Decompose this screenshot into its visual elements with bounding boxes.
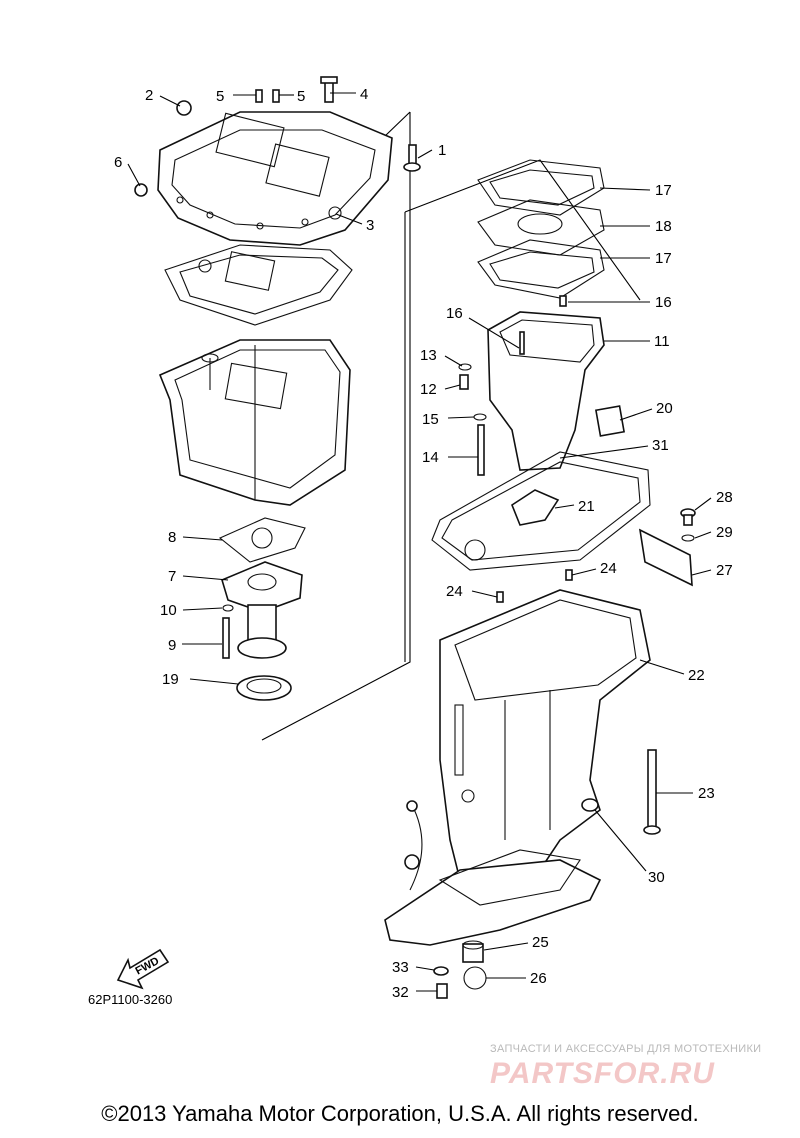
callout-30: 30 xyxy=(648,869,665,886)
callout-33: 33 xyxy=(392,959,409,976)
callout-12: 12 xyxy=(420,381,437,398)
callout-31: 31 xyxy=(652,437,669,454)
oil-pan-part xyxy=(158,339,351,506)
callout-5a: 5 xyxy=(216,88,224,105)
callout-3: 3 xyxy=(366,217,374,234)
watermark-tagline: ЗАПЧАСТИ И АКСЕССУАРЫ ДЛЯ МОТОТЕХНИКИ xyxy=(490,1043,762,1055)
callout-17a: 17 xyxy=(655,182,672,199)
callout-7: 7 xyxy=(168,568,176,585)
callout-13: 13 xyxy=(420,347,437,364)
callout-8: 8 xyxy=(168,529,176,546)
callout-29: 29 xyxy=(716,524,733,541)
callout-25: 25 xyxy=(532,934,549,951)
callout-5b: 5 xyxy=(297,88,305,105)
watermark-logo: PARTSFOR.RU xyxy=(490,1057,715,1090)
catalog-code: 62P1100-3260 xyxy=(88,992,173,1007)
callout-24b: 24 xyxy=(446,583,463,600)
callout-16b: 16 xyxy=(446,305,463,322)
exhaust-gaskets xyxy=(477,159,605,307)
side-plate-part xyxy=(496,508,696,603)
callout-32: 32 xyxy=(392,984,409,1001)
copyright-notice: ©2013 Yamaha Motor Corporation, U.S.A. A… xyxy=(101,1101,699,1126)
lower-pump-stack xyxy=(218,517,306,701)
lower-plate-part xyxy=(384,749,661,946)
callout-27: 27 xyxy=(716,562,733,579)
callout-1: 1 xyxy=(438,142,446,159)
callout-9: 9 xyxy=(168,637,176,654)
callout-26: 26 xyxy=(530,970,547,987)
callout-11: 11 xyxy=(654,333,670,350)
callout-18: 18 xyxy=(655,218,672,235)
upper-casing-part xyxy=(439,589,651,891)
upper-casing-gasket xyxy=(431,451,651,571)
callout-6: 6 xyxy=(114,154,122,171)
callout-21: 21 xyxy=(578,498,595,515)
callout-2: 2 xyxy=(145,87,153,104)
leader-lines xyxy=(127,92,712,992)
callout-22: 22 xyxy=(688,667,705,684)
callout-16a: 16 xyxy=(655,294,672,311)
callout-20: 20 xyxy=(656,400,673,417)
callout-24a: 24 xyxy=(600,560,617,577)
cover-gasket xyxy=(164,244,353,326)
callout-19: 19 xyxy=(162,671,179,688)
fwd-arrow-icon: FWD xyxy=(116,948,170,990)
callout-28: 28 xyxy=(716,489,733,506)
exhaust-guide-part xyxy=(458,311,626,476)
drain-fittings xyxy=(433,940,487,999)
callout-15: 15 xyxy=(422,411,439,428)
callout-23: 23 xyxy=(698,785,715,802)
callout-4: 4 xyxy=(360,86,368,103)
upper-cover-part xyxy=(157,111,393,246)
callout-10: 10 xyxy=(160,602,177,619)
callout-14: 14 xyxy=(422,449,439,466)
small-fasteners-top xyxy=(134,76,421,197)
callout-17b: 17 xyxy=(655,250,672,267)
callout-labels: 1 2 3 4 5 5 6 7 8 9 10 11 12 13 14 15 16… xyxy=(114,86,733,1001)
